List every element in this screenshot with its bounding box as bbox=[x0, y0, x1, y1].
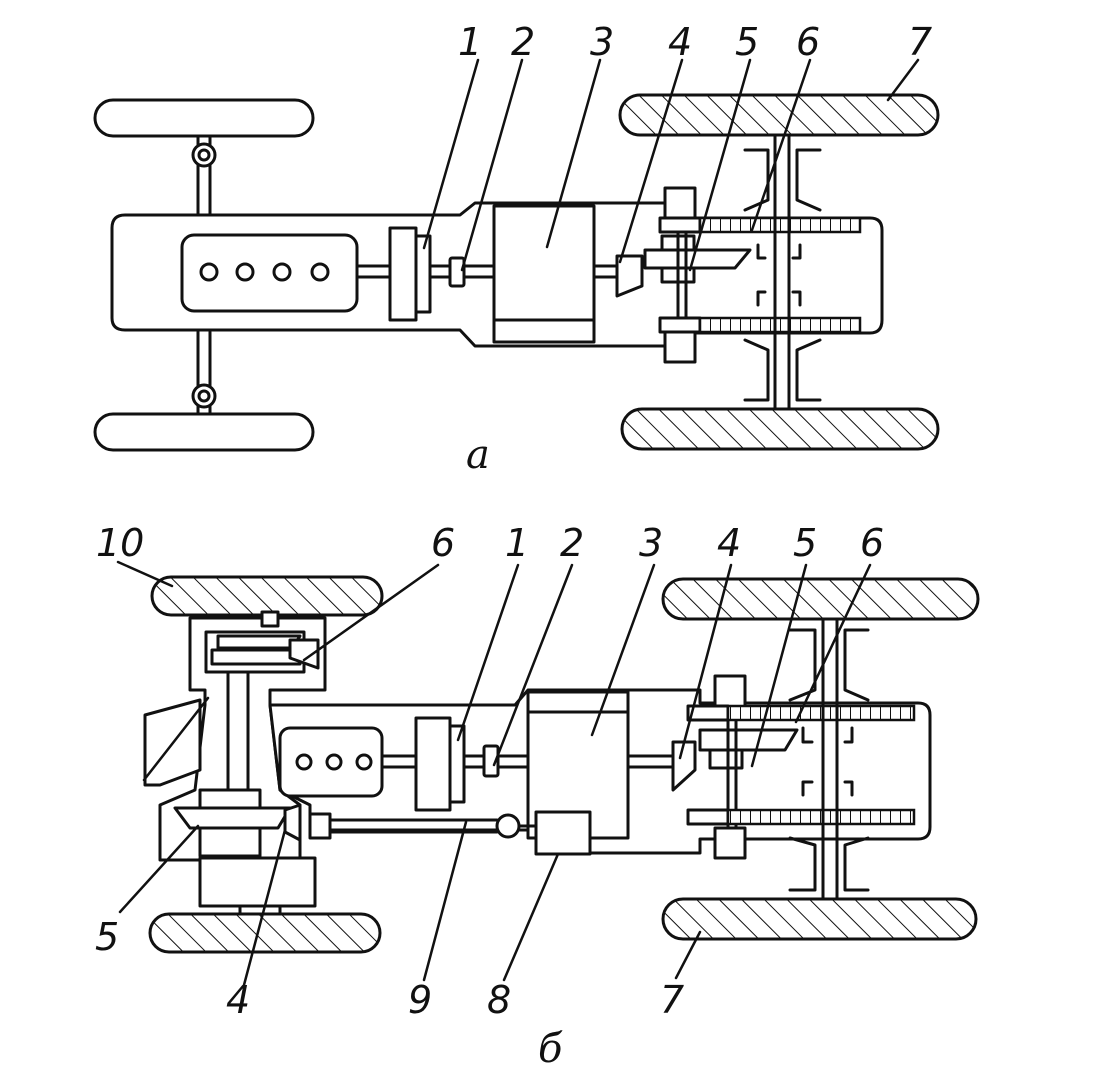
tire-icon bbox=[661, 897, 978, 941]
callout-9: 9 bbox=[408, 978, 432, 1022]
callouts-b: 10 6 1 2 3 4 5 6 5 4 9 8 7 bbox=[95, 521, 884, 1022]
callout-2-b: 2 bbox=[560, 521, 584, 565]
front-bevel-gear bbox=[288, 638, 320, 670]
bevel-pinion-b bbox=[671, 740, 697, 792]
engine-cylinder-icon bbox=[235, 262, 255, 282]
engine-cylinder-icon bbox=[295, 753, 313, 771]
caption-a: а bbox=[466, 432, 490, 478]
callout-7: 7 bbox=[908, 20, 932, 64]
callout-1: 1 bbox=[458, 20, 482, 64]
front-wheel-top bbox=[93, 98, 315, 138]
bevel-pinion-a bbox=[615, 254, 644, 298]
callout-7-b: 7 bbox=[660, 978, 684, 1022]
gear-icon bbox=[726, 704, 916, 722]
differential-a bbox=[643, 248, 752, 270]
transfer-box bbox=[534, 810, 592, 856]
engine-cylinder-icon bbox=[310, 262, 330, 282]
tire-icon bbox=[150, 575, 384, 617]
callout-5: 5 bbox=[735, 20, 759, 64]
callout-4-rear: 4 bbox=[717, 521, 741, 565]
diagram-a: 1 2 3 4 5 6 7 а bbox=[93, 20, 940, 478]
tire-icon bbox=[620, 407, 940, 451]
front-differential bbox=[173, 806, 292, 830]
callout-6-rear: 6 bbox=[860, 521, 884, 565]
callout-1-b: 1 bbox=[505, 521, 529, 565]
gear-icon bbox=[698, 316, 862, 334]
front-pinion bbox=[283, 803, 302, 842]
callout-6-front: 6 bbox=[431, 521, 455, 565]
front-axle bbox=[191, 134, 217, 416]
callouts-a: 1 2 3 4 5 6 7 bbox=[422, 20, 932, 272]
front-shaft-coupling bbox=[308, 812, 332, 840]
tire-icon bbox=[148, 912, 382, 954]
coupling-b bbox=[482, 744, 500, 778]
callout-8: 8 bbox=[487, 978, 511, 1022]
caption-b: б bbox=[538, 1026, 563, 1072]
engine-cylinder-icon bbox=[355, 753, 373, 771]
coupling-a bbox=[448, 256, 466, 288]
clutch-b bbox=[414, 716, 452, 812]
tire-icon bbox=[618, 93, 940, 137]
steering-pivot-icon bbox=[191, 383, 217, 409]
callout-3-b: 3 bbox=[639, 521, 663, 565]
callout-6: 6 bbox=[796, 20, 820, 64]
gearbox-a bbox=[492, 204, 596, 344]
callout-10: 10 bbox=[96, 521, 144, 565]
engine-a bbox=[180, 233, 359, 313]
differential-b bbox=[698, 728, 799, 752]
engine-cylinder-icon bbox=[199, 262, 219, 282]
tire-icon bbox=[661, 577, 980, 621]
callout-2: 2 bbox=[511, 20, 535, 64]
steering-pivot-icon bbox=[191, 142, 217, 168]
callout-4: 4 bbox=[668, 20, 692, 64]
front-hub bbox=[198, 856, 317, 908]
diagram-b: 10 6 1 2 3 4 5 6 5 4 9 8 7 б bbox=[95, 521, 980, 1072]
universal-joint bbox=[495, 813, 521, 839]
callout-5-rear: 5 bbox=[793, 521, 817, 565]
clutch-a bbox=[388, 226, 418, 322]
gear-icon bbox=[698, 216, 862, 234]
engine-b bbox=[278, 726, 384, 798]
callout-4-front: 4 bbox=[226, 978, 250, 1022]
callout-3: 3 bbox=[590, 20, 614, 64]
engine-cylinder-icon bbox=[325, 753, 343, 771]
front-wheel-bottom bbox=[93, 412, 315, 452]
gear-icon bbox=[726, 808, 916, 826]
callout-5-front: 5 bbox=[95, 915, 119, 959]
engine-cylinder-icon bbox=[272, 262, 292, 282]
